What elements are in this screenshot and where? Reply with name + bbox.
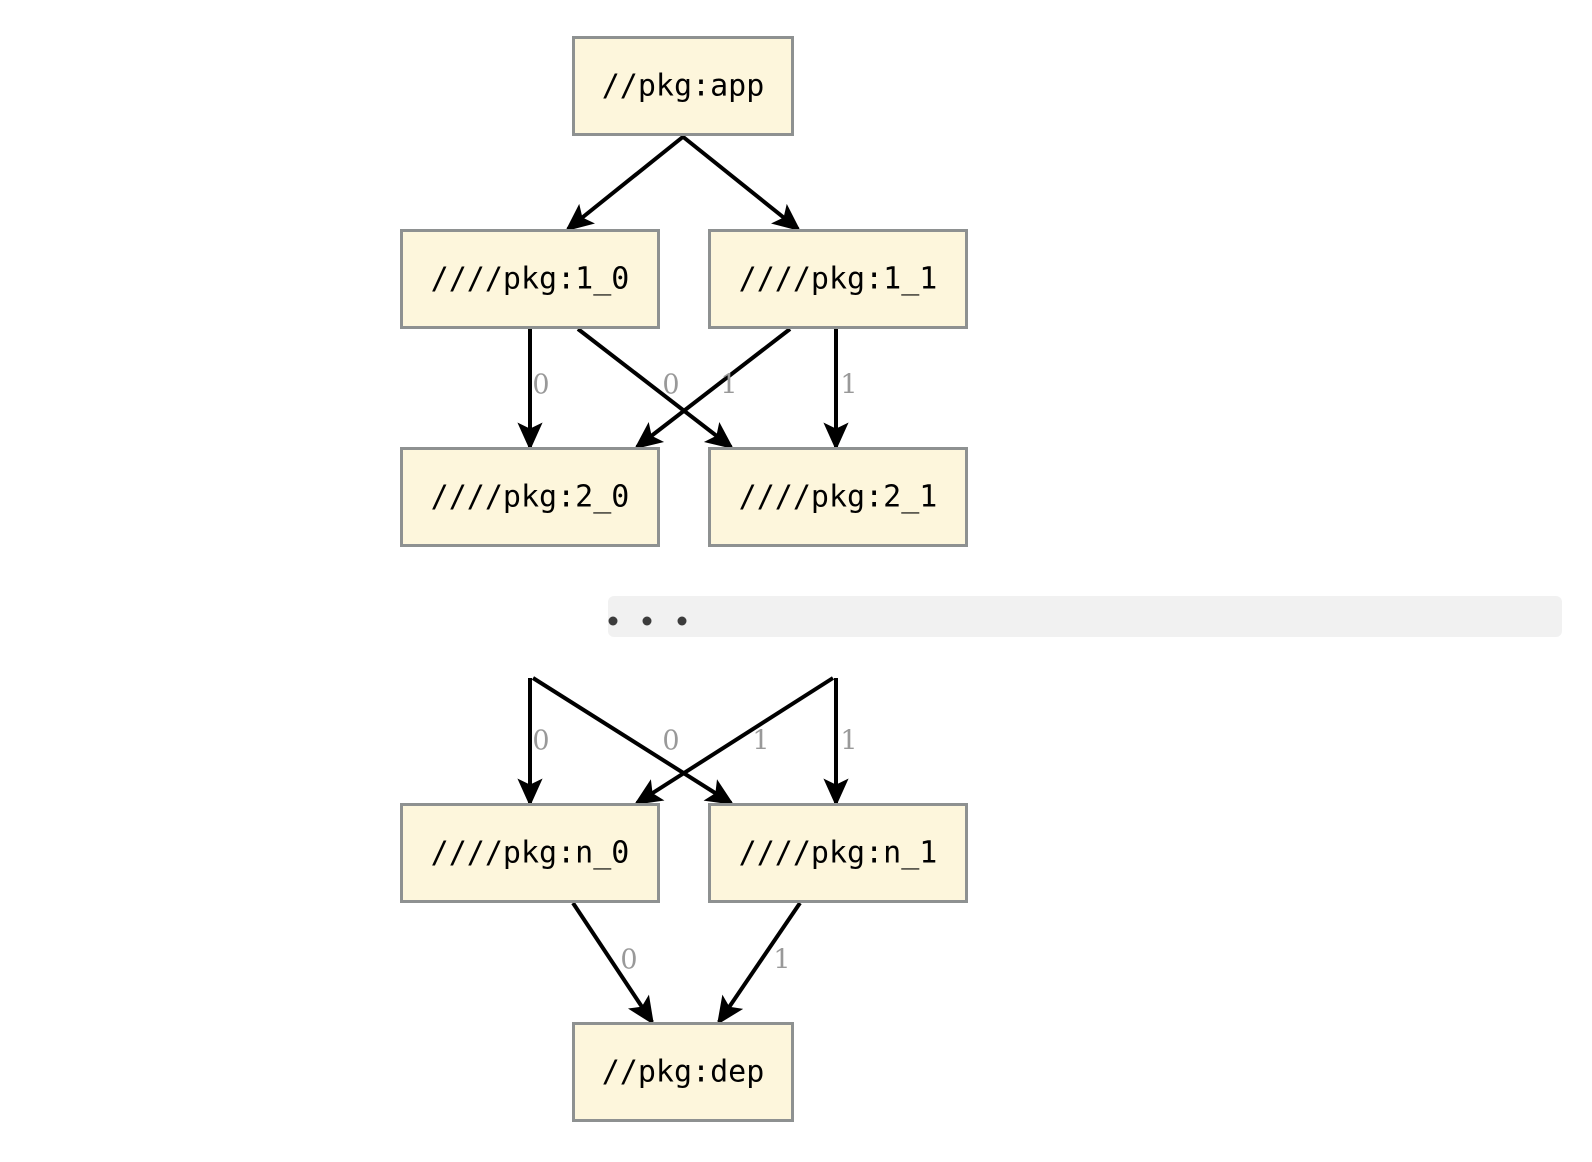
edge-label-6: 0: [532, 726, 549, 757]
edge-label-11: 1: [773, 945, 790, 976]
graph-node-nn_1[interactable]: ////pkg:n_1: [708, 803, 968, 903]
node-label: ////pkg:1_1: [739, 262, 938, 297]
graph-node-dep[interactable]: //pkg:dep: [572, 1022, 794, 1122]
node-label: //pkg:app: [602, 69, 765, 104]
node-label: ////pkg:2_0: [431, 480, 630, 515]
edge-label-4: 1: [720, 370, 737, 401]
node-label: ////pkg:2_1: [739, 480, 938, 515]
edge-label-8: 1: [752, 726, 769, 757]
graph-edge-4: [634, 327, 792, 450]
node-box[interactable]: [400, 447, 660, 547]
graph-edge-3: [576, 327, 734, 450]
node-box[interactable]: [708, 447, 968, 547]
graph-edge-0: [565, 134, 686, 232]
node-box[interactable]: [400, 229, 660, 329]
graph-edge-11: [717, 901, 802, 1025]
edge-label-9: 1: [840, 726, 857, 757]
graph-node-n1_0[interactable]: ////pkg:1_0: [400, 229, 660, 329]
node-label: ////pkg:n_0: [431, 836, 630, 871]
graph-edge-10: [571, 901, 654, 1025]
graph-edge-8: [634, 676, 835, 805]
node-box[interactable]: [708, 803, 968, 903]
node-label: //pkg:dep: [602, 1055, 765, 1090]
ellipsis-band: [608, 596, 1562, 637]
node-box[interactable]: [572, 36, 794, 136]
edge-label-7: 0: [662, 726, 679, 757]
edge-labels-layer: 0 0 1 1 0 0 1 1 0 1: [532, 370, 857, 976]
edge-label-10: 0: [620, 945, 637, 976]
graph-node-nn_0[interactable]: ////pkg:n_0: [400, 803, 660, 903]
graph-node-n2_1[interactable]: ////pkg:2_1: [708, 447, 968, 547]
node-box[interactable]: [708, 229, 968, 329]
nodes-layer: //pkg:app ////pkg:1_0 ////pkg:1_1 ////pkg:2…: [400, 36, 968, 1122]
node-box[interactable]: [572, 1022, 794, 1122]
graph-node-app[interactable]: //pkg:app: [572, 36, 794, 136]
ellipsis-dot-1: [642, 616, 652, 626]
ellipsis-separator: [608, 596, 1562, 637]
node-label: ////pkg:n_1: [739, 836, 938, 871]
edge-label-5: 1: [840, 370, 857, 401]
ellipsis-dot-0: [608, 616, 618, 626]
node-box[interactable]: [400, 803, 660, 903]
ellipsis-dot-2: [677, 616, 687, 626]
graph-node-n1_1[interactable]: ////pkg:1_1: [708, 229, 968, 329]
edges-layer: [517, 134, 849, 1025]
graph-node-n2_0[interactable]: ////pkg:2_0: [400, 447, 660, 547]
node-label: ////pkg:1_0: [431, 262, 630, 297]
graph-edge-7: [531, 676, 734, 805]
edge-label-3: 0: [662, 370, 679, 401]
edge-label-2: 0: [532, 370, 549, 401]
graph-edge-1: [680, 134, 801, 232]
